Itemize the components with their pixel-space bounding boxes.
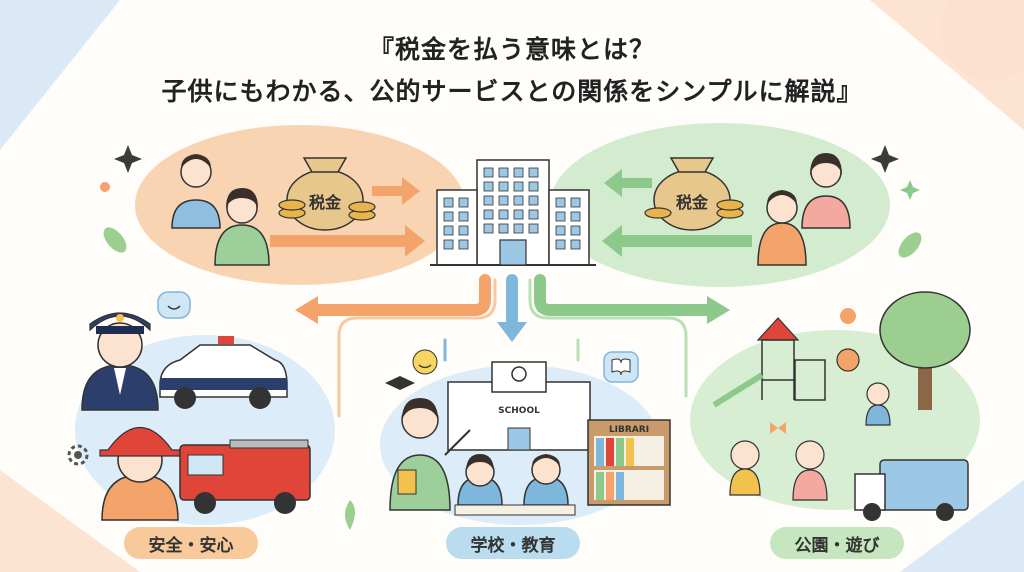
building-window [458, 197, 469, 208]
library-shelf [587, 419, 671, 506]
fire-truck [179, 439, 311, 514]
tree [879, 291, 971, 410]
building-window [513, 181, 524, 192]
taxpayer-woman-left [214, 188, 270, 266]
firefighter [99, 426, 181, 521]
graduation-cap-icon [385, 376, 415, 390]
building-window [458, 239, 469, 250]
ball-icon [836, 348, 860, 372]
building-window [483, 181, 494, 192]
desk [454, 504, 576, 516]
building-window [528, 209, 539, 220]
garbage-truck [854, 459, 969, 521]
building-window [498, 181, 509, 192]
building-window [570, 225, 581, 236]
building-window [443, 197, 454, 208]
money-bag-label-left: 税金 [309, 193, 342, 212]
building-window [528, 195, 539, 206]
building-window [483, 209, 494, 220]
title-line-2: 子供にもわかる、公的サービスとの関係をシンプルに解説』 [161, 77, 863, 106]
child-boy-cheering [729, 440, 761, 496]
tax-flow-arrow-left [270, 177, 425, 257]
playground-slide [712, 317, 826, 408]
school-sign: SCHOOL [498, 406, 540, 416]
category-label-education: 学校・教育 [446, 527, 580, 559]
building-window [528, 181, 539, 192]
butterfly-icon [770, 422, 786, 434]
money-bag-right [644, 157, 744, 231]
taxpayer-man-left [171, 154, 221, 229]
building-window [555, 225, 566, 236]
building-window [483, 167, 494, 178]
building-window [458, 225, 469, 236]
building-window [443, 225, 454, 236]
taxpayer-man-right [757, 190, 807, 266]
sun-icon [840, 308, 856, 324]
chat-bubble-icon [157, 291, 191, 319]
building-window [513, 195, 524, 206]
service-flow-arrows [295, 274, 730, 418]
building-window [570, 239, 581, 250]
building-window [498, 209, 509, 220]
teacher [389, 398, 471, 511]
building-window [570, 197, 581, 208]
student-boy [523, 454, 569, 506]
school-building [447, 361, 591, 451]
building-window [498, 167, 509, 178]
building-window [483, 223, 494, 234]
dot-decor [100, 182, 110, 192]
child-running [865, 382, 891, 426]
building-window [555, 239, 566, 250]
building-window [498, 223, 509, 234]
building-window [513, 209, 524, 220]
building-window [498, 195, 509, 206]
building-window [570, 211, 581, 222]
police-car [159, 336, 288, 409]
building-window [528, 223, 539, 234]
building-window [528, 167, 539, 178]
sparkle-icon [900, 180, 920, 200]
building-window [458, 211, 469, 222]
building-window [483, 195, 494, 206]
police-officer [81, 312, 159, 411]
book-icon [603, 351, 639, 383]
taxpayer-woman-right [801, 153, 851, 229]
building-window [555, 211, 566, 222]
building-window [513, 167, 524, 178]
category-label-safety: 安全・安心 [124, 527, 258, 559]
child-girl-cheering [792, 440, 828, 501]
gear-icon [67, 444, 89, 466]
building-windows [443, 167, 581, 250]
leaf-icon [103, 227, 922, 530]
category-label-park: 公園・遊び [770, 527, 904, 559]
smiley-icon [412, 349, 438, 375]
building-window [513, 223, 524, 234]
building-window [443, 211, 454, 222]
student-girl [457, 454, 503, 506]
tax-flow-arrow-right [602, 169, 752, 257]
sparkle-icon [114, 145, 899, 173]
title-line-1: 『税金を払う意味とは？ [368, 35, 655, 64]
money-bag-left [278, 157, 376, 231]
library-sign: LIBRARI [609, 425, 649, 435]
money-bag-label-right: 税金 [676, 193, 709, 212]
building-window [443, 239, 454, 250]
building-window [555, 197, 566, 208]
